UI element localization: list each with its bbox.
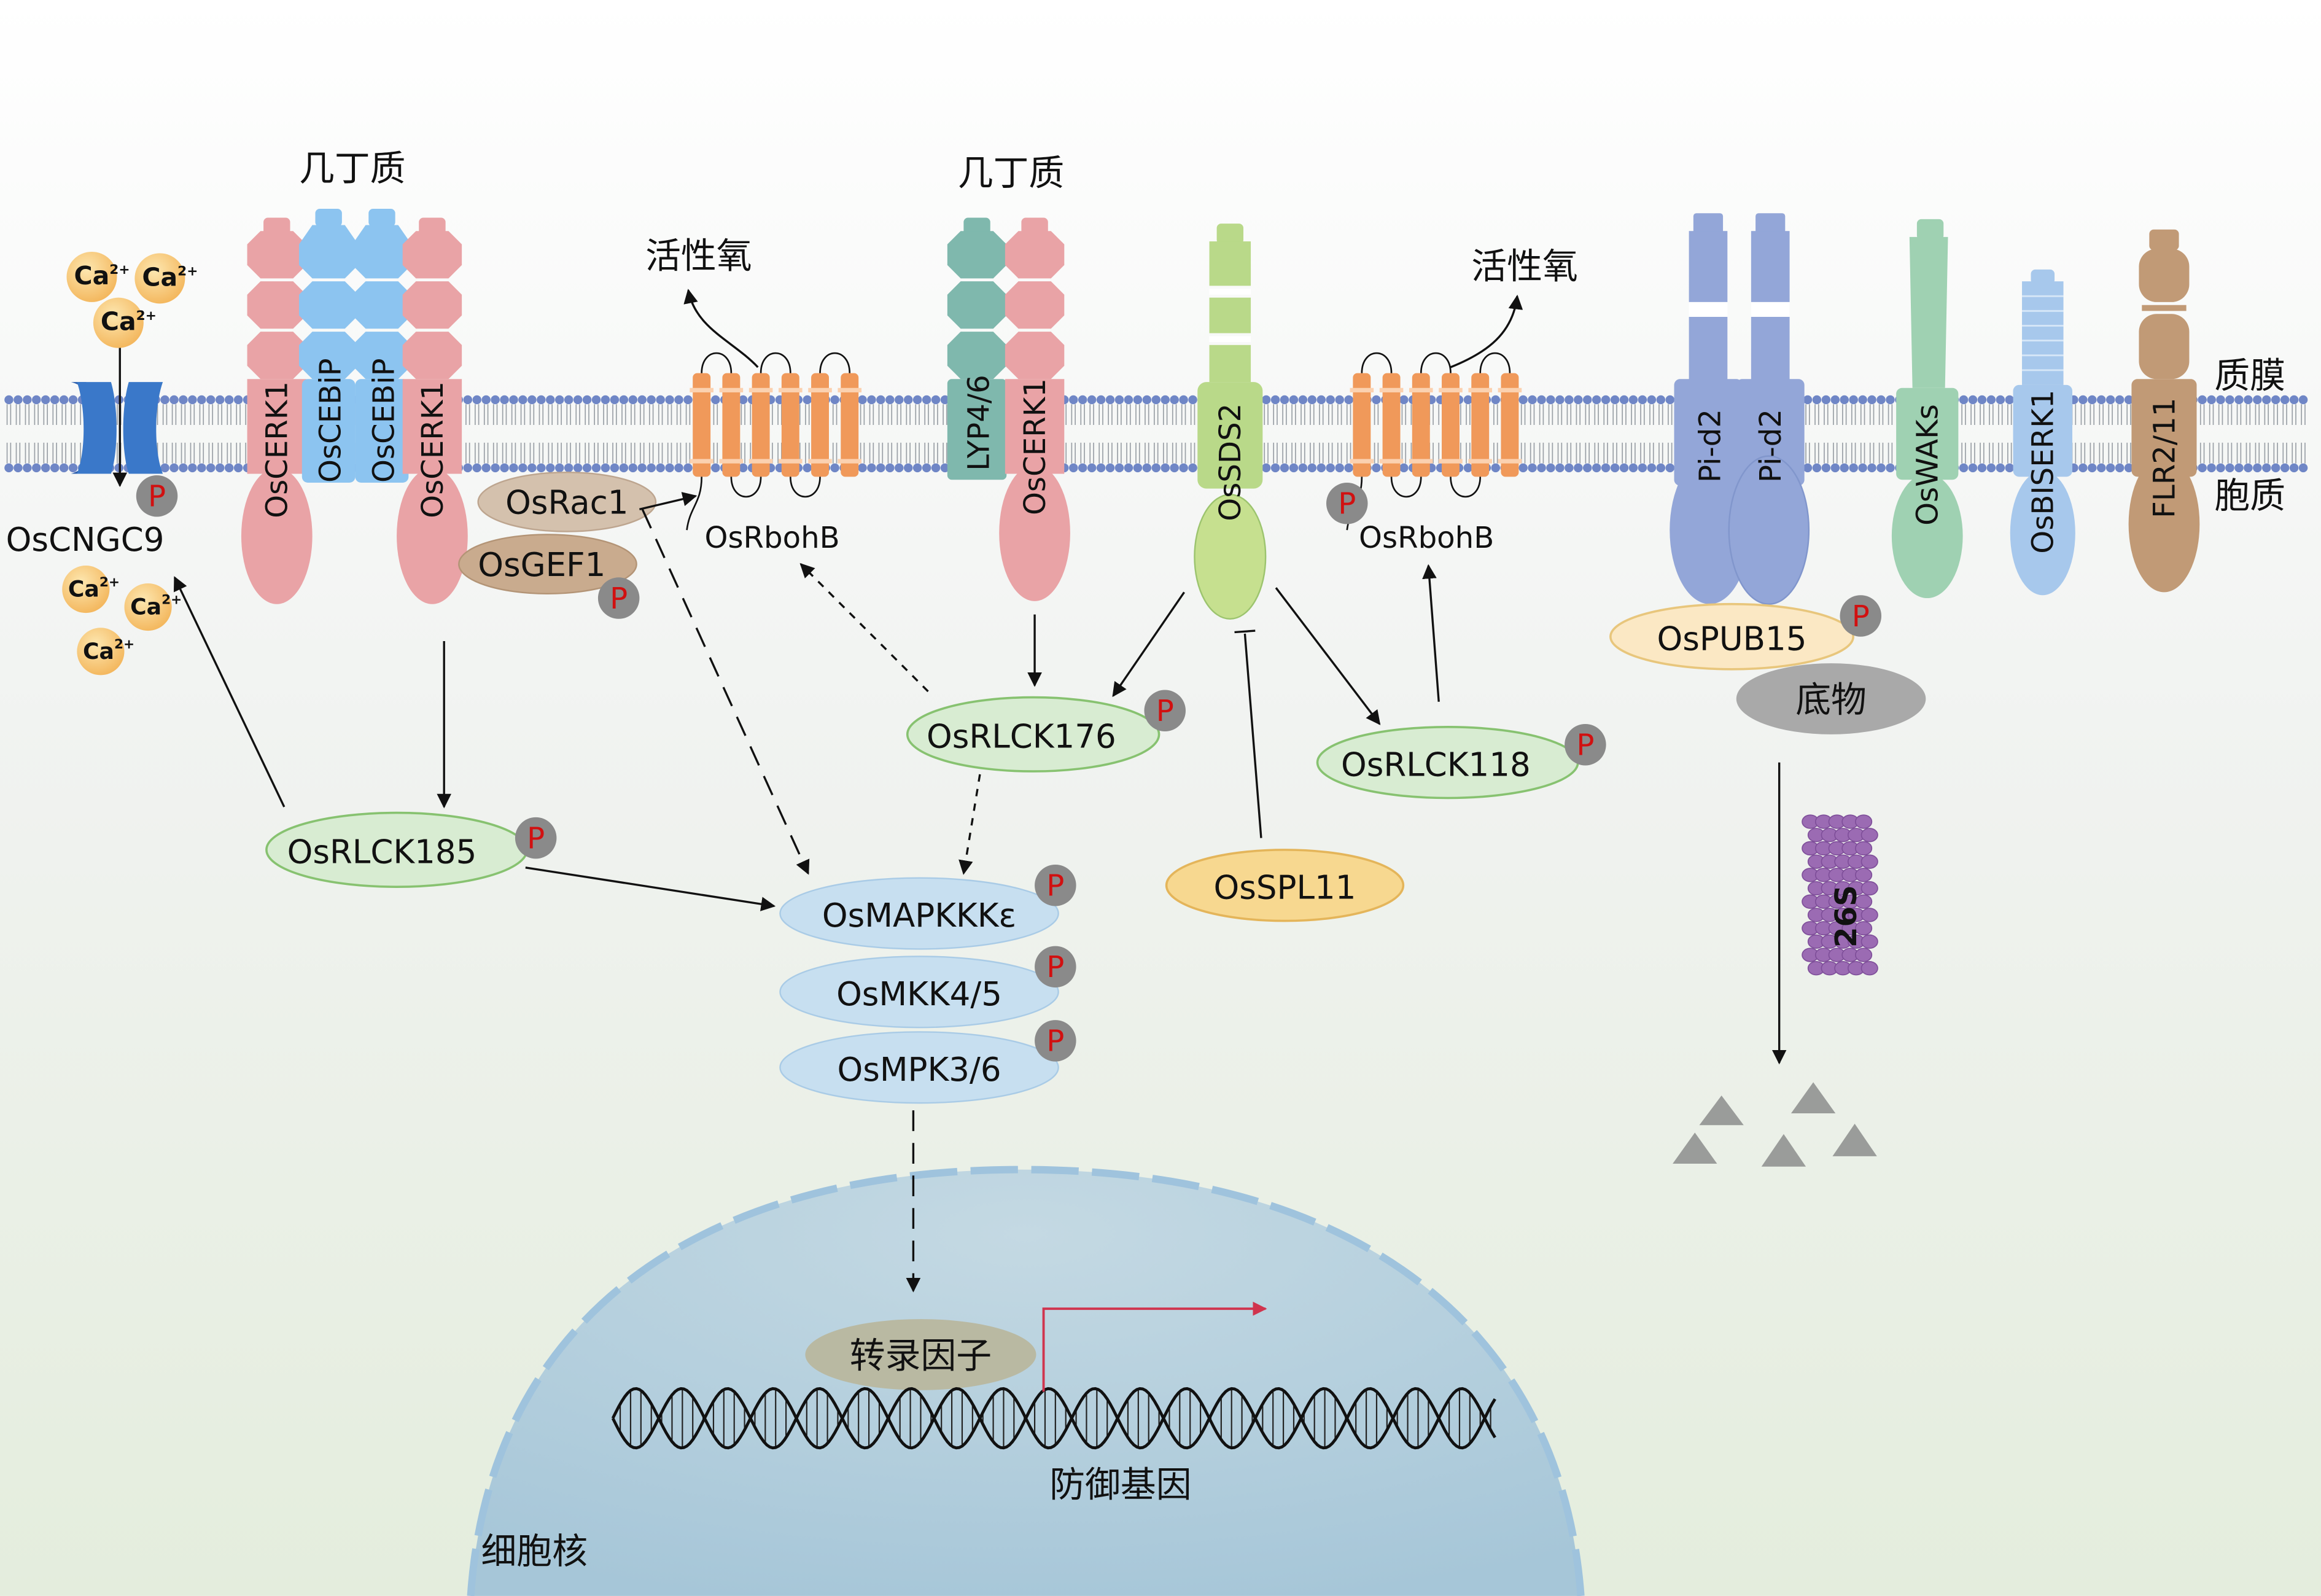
oswaks-label: OsWAKs <box>1911 404 1945 526</box>
osrbohb-left <box>686 352 862 531</box>
oscngc9-label: OsCNGC9 <box>6 521 165 559</box>
phospho-icon: P <box>1565 723 1606 766</box>
oscerk1-label: OsCERK1 <box>260 381 295 518</box>
mapk-cascade: OsMPK3/6 OsMKK4/5 OsMAPKKKε <box>779 877 1059 1104</box>
svg-text:P: P <box>1046 950 1064 984</box>
tf-label: 转录因子 <box>850 1335 992 1377</box>
svg-text:P: P <box>1576 728 1594 763</box>
oscebip-label-1: OsCEBiP <box>313 358 348 483</box>
chitin-label-right: 几丁质 <box>958 152 1065 193</box>
osspl11-label: OsSPL11 <box>1214 868 1356 906</box>
oscerk1-middle: OsCERK1 <box>999 217 1070 601</box>
proteasome-label: 26S <box>1829 885 1864 948</box>
osrbohb-right <box>1346 352 1522 531</box>
oswaks: OsWAKs <box>1891 219 1963 599</box>
ca-ions: Ca2+Ca2+Ca2+Ca2+Ca2+Ca2+ <box>62 251 198 675</box>
phospho-icon: P <box>1035 946 1076 988</box>
osrlck118-label: OsRLCK118 <box>1341 745 1531 784</box>
svg-text:P: P <box>1046 869 1064 903</box>
ospub15: OsPUB15 <box>1609 602 1855 671</box>
dna-icon <box>611 1387 1496 1450</box>
plasma-membrane-label: 质膜 <box>2214 355 2285 397</box>
osmapkkk-label: OsMAPKKKε <box>822 897 1016 935</box>
ossds2-label: OsSDS2 <box>1213 403 1248 521</box>
osrlck185: OsRLCK185 <box>265 811 529 888</box>
phospho-icon: P <box>1035 864 1076 906</box>
svg-text:P: P <box>1338 487 1356 521</box>
oscebip-label-2: OsCEBiP <box>367 358 401 483</box>
cytoplasm-label: 胞质 <box>2214 475 2285 516</box>
osrlck176-label: OsRLCK176 <box>927 718 1116 756</box>
svg-text:P: P <box>527 821 545 855</box>
svg-text:P: P <box>1156 694 1174 728</box>
osrbohb-label-left: OsRbohB <box>704 521 839 555</box>
oscerk1-right: OsCERK1 <box>397 217 468 604</box>
oscerk1-label-2: OsCERK1 <box>416 381 450 518</box>
svg-text:Ca2+: Ca2+ <box>74 261 130 290</box>
nucleus-label: 细胞核 <box>481 1530 588 1572</box>
oscngc9-channel <box>71 343 163 488</box>
flr-label: FLR2/11 <box>2147 398 2182 518</box>
substrate: 底物 <box>1736 663 1926 734</box>
phospho-icon: P <box>1326 483 1368 524</box>
oscerk1-left: OsCERK1 <box>241 217 313 604</box>
osbiserk1-label: OsBISERK1 <box>2026 390 2061 554</box>
nucleus <box>467 1166 1585 1596</box>
ossds2: OsSDS2 <box>1194 224 1267 620</box>
svg-text:P: P <box>1852 599 1870 634</box>
ospub15-label: OsPUB15 <box>1657 620 1807 658</box>
phospho-badges: P P P P P P P P P P <box>136 475 1882 1062</box>
phospho-icon: P <box>1035 1020 1076 1062</box>
phospho-icon: P <box>515 817 557 859</box>
osrbohb-label-right: OsRbohB <box>1359 521 1494 555</box>
osmkk-label: OsMKK4/5 <box>836 975 1002 1013</box>
oscerk1-label-3: OsCERK1 <box>1018 378 1052 515</box>
osrac1: OsRac1 <box>477 471 657 532</box>
svg-text:P: P <box>148 480 166 514</box>
osbiserk1: OsBISERK1 <box>2010 269 2075 596</box>
pid2-label-2: Pi-d2 <box>1754 409 1788 483</box>
osgef1: OsGEF1 <box>458 534 637 595</box>
transcription-arrow-icon <box>1042 1301 1267 1392</box>
flr211: FLR2/11 <box>2128 229 2200 593</box>
arrows <box>173 492 1787 1293</box>
phospho-icon: P <box>597 577 640 619</box>
osrlck185-label: OsRLCK185 <box>287 833 477 871</box>
svg-text:P: P <box>610 582 628 616</box>
phospho-icon: P <box>136 475 178 517</box>
pid2-pair: Pi-d2 Pi-d2 <box>1670 213 1810 605</box>
oscebip-right: OsCEBiP <box>352 209 412 483</box>
phospho-icon: P <box>1144 690 1186 732</box>
oscebip-left: OsCEBiP <box>298 209 359 483</box>
lyp46: LYP4/6 <box>947 217 1007 480</box>
pid2-label-1: Pi-d2 <box>1693 409 1727 483</box>
osgef1-label: OsGEF1 <box>478 546 605 584</box>
transcription-factor: 转录因子 <box>805 1319 1036 1390</box>
osrlck118: OsRLCK118 <box>1316 725 1579 800</box>
peptide-fragment-icon <box>1673 1082 1877 1167</box>
ca-ion-icon: Ca2+ <box>66 251 130 302</box>
phospho-icon: P <box>1840 595 1882 637</box>
osrlck176: OsRLCK176 <box>906 696 1160 773</box>
defense-genes-label: 防御基因 <box>1049 1463 1191 1505</box>
osspl11: OsSPL11 <box>1165 849 1405 922</box>
osmpk-label: OsMPK3/6 <box>837 1051 1001 1089</box>
osrac1-label: OsRac1 <box>505 484 628 522</box>
chitin-label-left: 几丁质 <box>299 147 406 189</box>
lyp-label: LYP4/6 <box>962 375 996 471</box>
ros-label-right: 活性氧 <box>1471 245 1578 287</box>
substrate-label: 底物 <box>1795 679 1867 721</box>
proteasome-icon <box>1802 814 1878 976</box>
ros-label-left: 活性氧 <box>645 235 752 276</box>
svg-text:P: P <box>1046 1024 1064 1059</box>
